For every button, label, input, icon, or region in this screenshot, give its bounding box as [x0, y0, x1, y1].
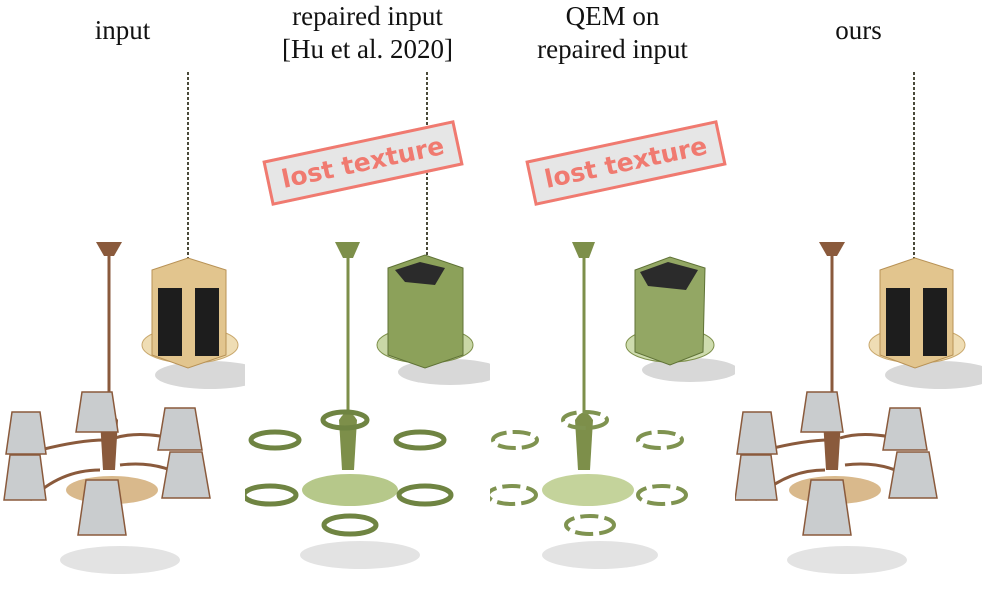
ceiling-cup: [96, 242, 122, 256]
candle-ring: [561, 410, 609, 430]
lantern-panel: [158, 288, 182, 356]
lamp-shade: [3, 454, 47, 501]
lamp-shade: [5, 411, 47, 455]
ceiling-cup: [819, 242, 845, 256]
lantern-shadow: [885, 361, 982, 389]
candle-rings: [245, 409, 454, 537]
candle-ring: [393, 429, 447, 451]
title-line-1: ours: [835, 15, 882, 45]
ceiling-cup: [572, 242, 595, 258]
candle-ring: [396, 483, 454, 507]
candle-ring: [491, 430, 539, 450]
lantern-panel: [923, 288, 947, 356]
lantern-shadow: [155, 361, 245, 389]
chandelier-render-ours: [735, 72, 982, 574]
candle-ring: [564, 514, 616, 536]
chandelier-shadow: [60, 546, 180, 574]
candle-ring: [490, 484, 538, 506]
chandelier-render-repaired: [245, 72, 490, 569]
lantern-panel: [886, 288, 910, 356]
chandelier-plate: [542, 474, 634, 506]
column-repaired: repaired input [Hu et al. 2020] lost tex…: [245, 0, 490, 592]
candle-ring: [636, 484, 688, 506]
lamp-shade: [802, 479, 852, 536]
lamp-shades: [3, 391, 211, 536]
column-title: ours: [735, 14, 982, 47]
chandelier-render-qem: [490, 242, 735, 569]
chandelier-arms: [28, 432, 191, 502]
chandelier-render-input: [3, 72, 245, 574]
lantern-body: [387, 254, 464, 369]
chandelier-shadow: [300, 541, 420, 569]
candle-ring: [321, 513, 379, 537]
lantern-hole: [395, 262, 445, 285]
lamp-shade: [888, 451, 938, 499]
column-title: QEM on repaired input: [490, 0, 735, 66]
candle-ring: [248, 429, 302, 451]
lamp-shade: [735, 454, 778, 501]
lantern-hole: [640, 262, 698, 290]
title-line-2: [Hu et al. 2020]: [282, 34, 453, 64]
chandelier-arms: [753, 432, 916, 502]
lamp-shade: [882, 407, 928, 451]
lamp-shade: [161, 451, 211, 499]
chandelier-shadow: [787, 546, 907, 574]
column-title: input: [0, 14, 245, 47]
column-qem: QEM on repaired input lost texture: [490, 0, 735, 592]
title-line-1: input: [94, 15, 151, 45]
candle-rings: [490, 410, 688, 536]
chandelier-urn: [575, 412, 593, 470]
title-line-2: repaired input: [537, 34, 688, 64]
title-line-1: QEM on: [565, 1, 660, 31]
lamp-shade: [157, 407, 203, 451]
candle-ring: [245, 483, 299, 507]
column-ours: ours: [735, 0, 982, 592]
chandelier-plate: [302, 474, 398, 506]
lamp-shade: [75, 391, 119, 433]
lamp-shade: [77, 479, 127, 536]
candle-ring: [320, 409, 370, 431]
column-title: repaired input [Hu et al. 2020]: [245, 0, 490, 66]
candle-ring: [636, 430, 684, 450]
lamp-shade: [800, 391, 844, 433]
title-line-1: repaired input: [292, 1, 443, 31]
lamp-shade: [736, 411, 778, 455]
column-input: input: [0, 0, 245, 592]
ceiling-cup: [335, 242, 360, 258]
lamp-shades: [735, 391, 938, 536]
lantern-shadow: [642, 358, 735, 382]
lantern-panel: [195, 288, 219, 356]
chandelier-urn: [339, 412, 357, 470]
chandelier-shadow: [542, 541, 658, 569]
